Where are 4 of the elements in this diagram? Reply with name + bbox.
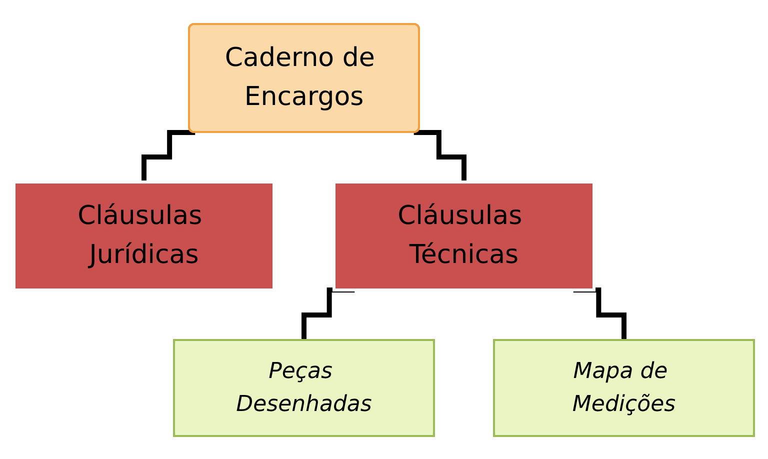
node-box: Cláusulas Técnicas [332, 180, 596, 291]
node-box: Cláusulas Jurídicas [12, 180, 276, 291]
node-box: Mapa de Medições [493, 338, 755, 436]
node-box: Peças Desenhadas [173, 338, 435, 436]
